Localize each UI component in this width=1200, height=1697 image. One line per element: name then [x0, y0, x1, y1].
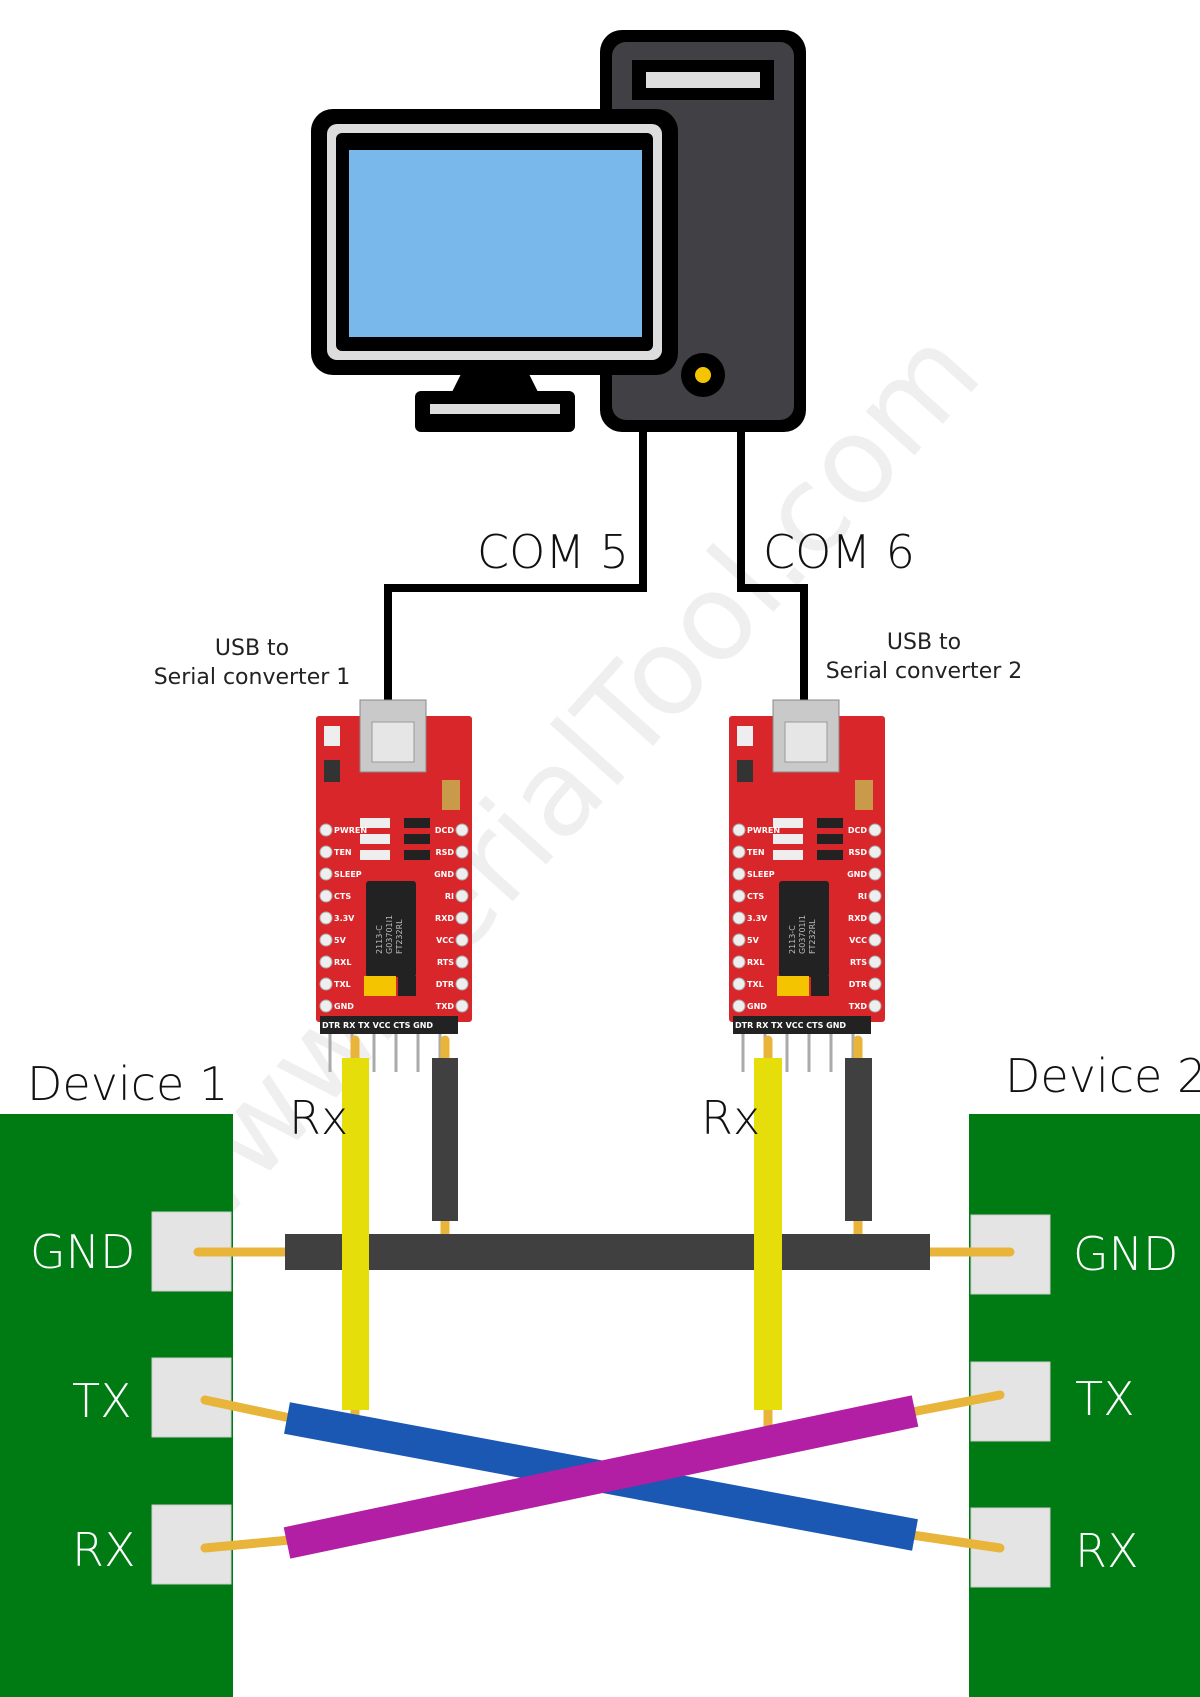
- rx-wire-converter-1: [342, 1058, 369, 1410]
- header-pin-labels: DTR RX TX VCC CTS GND: [735, 1021, 846, 1030]
- svg-text:RI: RI: [858, 892, 867, 901]
- device-2-pin-tx: TX: [1075, 1372, 1135, 1426]
- chip-label: 2113-C G03701I1 FT232RL: [788, 915, 817, 954]
- svg-text:G03701I1: G03701I1: [798, 915, 807, 954]
- svg-text:FT232RL: FT232RL: [395, 919, 404, 954]
- svg-text:GND: GND: [847, 870, 867, 879]
- svg-text:DCD: DCD: [435, 826, 455, 835]
- gnd-wire-converter-2: [845, 1058, 872, 1221]
- svg-text:2113-C: 2113-C: [375, 925, 384, 954]
- svg-text:TXD: TXD: [849, 1002, 868, 1011]
- converter2-rx-label: Rx: [701, 1091, 760, 1145]
- converter1-label-line2: Serial converter 1: [154, 665, 351, 690]
- tx2-to-rx1-wire: [283, 1395, 919, 1559]
- svg-text:GND: GND: [434, 870, 454, 879]
- svg-text:RXD: RXD: [848, 914, 867, 923]
- left-pin-labels: PWREN TEN SLEEP CTS 3.3V 5V RXL TXL GND: [334, 826, 367, 1011]
- svg-text:5V: 5V: [334, 936, 347, 945]
- svg-text:FT232RL: FT232RL: [808, 919, 817, 954]
- usb-serial-converter-1: 2113-C G03701I1 FT232RL PWREN TEN SLEEP …: [314, 698, 474, 1074]
- svg-text:RXL: RXL: [334, 958, 351, 967]
- svg-text:SLEEP: SLEEP: [334, 870, 362, 879]
- converter2-label-line1: USB to: [887, 630, 961, 655]
- device-2-pin-gnd: GND: [1073, 1227, 1178, 1281]
- converter1-label-line1: USB to: [215, 636, 289, 661]
- converter1-rx-label: Rx: [289, 1091, 348, 1145]
- svg-text:TXL: TXL: [334, 980, 351, 989]
- svg-text:RSD: RSD: [848, 848, 867, 857]
- right-pin-labels: DCD RSD GND RI RXD VCC RTS DTR TXD: [434, 826, 454, 1011]
- svg-text:PWREN: PWREN: [334, 826, 367, 835]
- svg-text:SLEEP: SLEEP: [747, 870, 775, 879]
- svg-text:VCC: VCC: [849, 936, 867, 945]
- svg-text:TEN: TEN: [747, 848, 765, 857]
- svg-text:5V: 5V: [747, 936, 760, 945]
- wire-tips: [193, 1035, 1015, 1553]
- svg-text:RSD: RSD: [435, 848, 454, 857]
- svg-text:DTR: DTR: [436, 980, 454, 989]
- com6-cable: [737, 432, 808, 700]
- svg-text:TXL: TXL: [747, 980, 764, 989]
- device-1-label: Device 1: [27, 1057, 228, 1111]
- gnd-wire-converter-1: [432, 1058, 458, 1221]
- svg-text:GND: GND: [334, 1002, 354, 1011]
- device-1-pin-gnd: GND: [30, 1225, 135, 1279]
- header-pin-labels: DTR RX TX VCC CTS GND: [322, 1021, 433, 1030]
- svg-text:DTR: DTR: [849, 980, 867, 989]
- svg-text:VCC: VCC: [436, 936, 454, 945]
- svg-text:CTS: CTS: [747, 892, 764, 901]
- svg-text:RTS: RTS: [850, 958, 867, 967]
- device-2-label: Device 2: [1005, 1049, 1200, 1103]
- svg-text:RXL: RXL: [747, 958, 764, 967]
- com5-cable: [384, 432, 647, 700]
- rx-wire-converter-2: [754, 1058, 782, 1410]
- svg-text:CTS: CTS: [334, 892, 351, 901]
- svg-text:3.3V: 3.3V: [747, 914, 768, 923]
- left-pin-labels: PWREN TEN SLEEP CTS 3.3V 5V RXL TXL GND: [747, 826, 780, 1011]
- screen: [349, 150, 642, 337]
- device-2-pin-rx: RX: [1075, 1524, 1138, 1578]
- svg-text:RI: RI: [445, 892, 454, 901]
- monitor-icon: [311, 109, 678, 432]
- svg-text:TXD: TXD: [436, 1002, 455, 1011]
- right-pin-labels: DCD RSD GND RI RXD VCC RTS DTR TXD: [847, 826, 867, 1011]
- converter2-label-line2: Serial converter 2: [826, 659, 1023, 684]
- svg-text:2113-C: 2113-C: [788, 925, 797, 954]
- com5-label: COM 5: [477, 525, 629, 579]
- svg-text:RTS: RTS: [437, 958, 454, 967]
- svg-text:PWREN: PWREN: [747, 826, 780, 835]
- com6-label: COM 6: [763, 525, 915, 579]
- usb-serial-converter-2: 2113-C G03701I1 FT232RL PWREN TEN SLEEP …: [727, 698, 887, 1074]
- svg-text:GND: GND: [747, 1002, 767, 1011]
- gnd-wire: [285, 1234, 930, 1270]
- device-1-pin-tx: TX: [72, 1374, 132, 1428]
- device-1-pin-rx: RX: [72, 1523, 135, 1577]
- svg-text:RXD: RXD: [435, 914, 454, 923]
- svg-text:DCD: DCD: [848, 826, 868, 835]
- chip-label: 2113-C G03701I1 FT232RL: [375, 915, 404, 954]
- svg-text:3.3V: 3.3V: [334, 914, 355, 923]
- svg-text:G03701I1: G03701I1: [385, 915, 394, 954]
- svg-text:TEN: TEN: [334, 848, 352, 857]
